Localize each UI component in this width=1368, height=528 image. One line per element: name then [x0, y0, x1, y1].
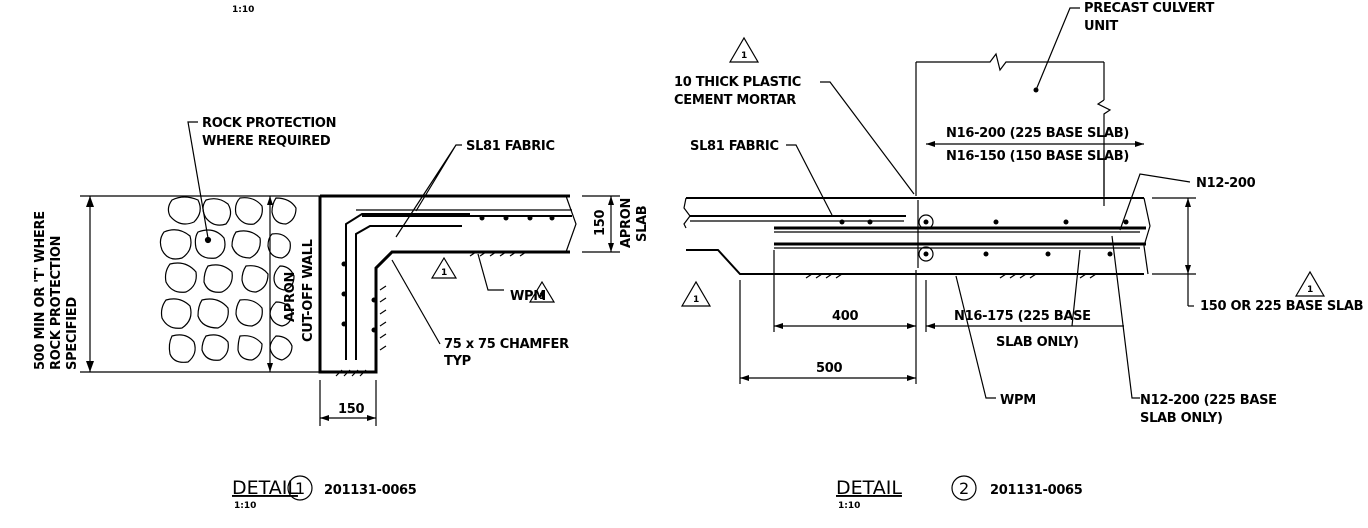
culvert-top-edge — [916, 52, 1104, 72]
rock-protection-label-2: WHERE REQUIRED — [202, 134, 331, 149]
dim-150-horizontal: 150 — [338, 402, 364, 417]
base-slab-label: 150 OR 225 BASE SLAB — [1200, 299, 1363, 314]
sl81-fabric-label: SL81 FABRIC — [690, 139, 779, 154]
detail-scale: 1:10 — [234, 501, 256, 511]
n16-175-leader — [1071, 249, 1081, 327]
wpm-label: WPM — [1000, 393, 1036, 408]
detail-reference: 201131-0065 — [990, 483, 1083, 498]
n12-200-label: N12-200 — [1196, 176, 1256, 191]
detail-scale: 1:10 — [838, 501, 860, 511]
dim-500: 500 — [816, 361, 842, 376]
detail-number: 1 — [295, 479, 305, 498]
slab-outline — [683, 197, 1151, 279]
sl81-leader — [395, 144, 462, 238]
plastic-mortar-label: 10 THICK PLASTIC — [674, 75, 801, 90]
n16-175-label: N16-175 (225 BASE — [954, 309, 1091, 324]
apron-slab-label: APRON — [619, 198, 634, 248]
chamfer-leader — [391, 259, 441, 345]
n12-leader — [1119, 173, 1191, 231]
detail-number: 2 — [959, 479, 969, 498]
sl81-leader — [786, 144, 833, 216]
rock-leader — [187, 121, 209, 239]
svg-text:1: 1 — [539, 292, 545, 302]
wpm-leader — [955, 275, 996, 399]
precast-label: PRECAST CULVERT — [1084, 1, 1215, 16]
detail-2: PRECAST CULVERT UNIT 1 10 THICK PLASTIC … — [674, 1, 1364, 511]
revision-triangle-left: 1 — [680, 280, 712, 307]
revision-triangle: 1 — [430, 256, 458, 279]
n12-200-225-leader — [1111, 235, 1140, 399]
rock-protection-label: ROCK PROTECTION — [202, 116, 336, 131]
detail-title: DETAIL — [836, 477, 902, 499]
svg-text:1: 1 — [693, 295, 699, 305]
detail-1: 500 MIN OR 'T' WHERE ROCK PROTECTION SPE… — [33, 116, 650, 511]
dim-150-vertical: 150 — [593, 210, 608, 236]
apron-label: APRON — [283, 272, 298, 322]
detail-reference: 201131-0065 — [324, 483, 417, 498]
n16-150-label: N16-150 (150 BASE SLAB) — [946, 149, 1129, 164]
svg-text:500 MIN OR 'T' WHERE: 500 MIN OR 'T' WHERE — [33, 211, 48, 370]
svg-text:ROCK PROTECTION: ROCK PROTECTION — [49, 236, 64, 370]
rock-boulders — [159, 196, 297, 363]
n12-200-225-label-2: SLAB ONLY) — [1140, 411, 1223, 426]
n16-175-label-2: SLAB ONLY) — [996, 335, 1079, 350]
detail-title: DETAIL — [232, 477, 298, 499]
side-label: 500 MIN OR 'T' WHERE ROCK PROTECTION SPE… — [33, 211, 80, 370]
n12-200-225-label: N12-200 (225 BASE — [1140, 393, 1277, 408]
plastic-leader — [820, 81, 915, 195]
wpm-label: WPM — [510, 289, 546, 304]
n16-200-label: N16-200 (225 BASE SLAB) — [946, 126, 1129, 141]
svg-text:1: 1 — [1307, 285, 1313, 295]
dimension-500-min — [80, 195, 320, 373]
detail-number-circle — [287, 475, 313, 501]
plastic-mortar-label-2: CEMENT MORTAR — [674, 93, 796, 108]
wpm-leader — [477, 253, 504, 291]
revision-triangle-top: 1 — [728, 36, 760, 63]
cutoff-wall-outline — [318, 194, 577, 377]
chamfer-label: 75 x 75 CHAMFER — [444, 337, 569, 352]
chamfer-label-2: TYP — [444, 354, 471, 369]
dim-400: 400 — [832, 309, 858, 324]
precast-label-2: UNIT — [1084, 19, 1118, 34]
svg-text:SPECIFIED: SPECIFIED — [65, 297, 80, 370]
sl81-fabric-label: SL81 FABRIC — [466, 139, 555, 154]
precast-leader — [1035, 7, 1080, 91]
cutoff-wall-label: CUT-OFF WALL — [301, 239, 316, 342]
svg-text:1: 1 — [441, 268, 447, 278]
detail-number-circle — [951, 475, 977, 501]
top-scale-label: 1:10 — [232, 5, 254, 15]
revision-triangle-2: 1 — [528, 280, 556, 303]
revision-triangle-right: 1 — [1294, 270, 1326, 297]
apron-slab-label-2: SLAB — [635, 206, 650, 242]
svg-text:1: 1 — [741, 51, 747, 61]
